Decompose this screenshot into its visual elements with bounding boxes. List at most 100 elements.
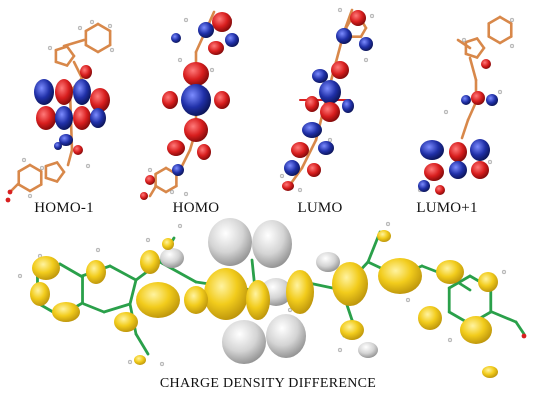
bond (72, 60, 84, 80)
hydrogen-atom (17, 273, 23, 279)
positive-lobe (331, 61, 349, 79)
hydrogen-atom (77, 25, 83, 31)
positive-lobe (307, 163, 321, 177)
negative-lobe (198, 22, 214, 38)
bond (464, 52, 479, 59)
negative-lobe (486, 94, 498, 106)
density-lobe-gray (266, 314, 306, 358)
bond (464, 37, 479, 44)
negative-lobe (55, 106, 73, 130)
positive-lobe (184, 118, 208, 142)
positive-lobe (162, 91, 178, 109)
bond (58, 262, 84, 279)
bond (300, 138, 318, 170)
negative-lobe (336, 28, 352, 44)
negative-lobe (181, 84, 211, 116)
bond (55, 170, 66, 183)
bond (17, 163, 32, 173)
density-lobe-yellow (184, 286, 208, 314)
hydrogen-atom (337, 7, 343, 13)
hydrogen-atom (107, 23, 113, 29)
hydrogen-atom (369, 13, 375, 19)
negative-lobe (171, 33, 181, 43)
density-lobe-yellow (418, 306, 442, 330)
hydrogen-atom (297, 187, 303, 193)
negative-lobe (90, 108, 106, 128)
hydrogen-atom (443, 109, 449, 115)
bond (290, 166, 304, 184)
atom (521, 333, 527, 339)
hydrogen-atom (47, 45, 53, 51)
positive-lobe (36, 106, 56, 130)
hydrogen-atom (183, 17, 189, 23)
bond (490, 310, 518, 324)
bond (65, 54, 76, 67)
positive-lobe (320, 102, 340, 122)
density-lobe-yellow (246, 280, 270, 320)
positive-lobe (140, 192, 148, 200)
bond (55, 161, 66, 174)
hydrogen-atom (487, 159, 493, 165)
bond (487, 15, 502, 25)
positive-lobe (183, 62, 209, 86)
bond (96, 43, 112, 54)
negative-lobe (225, 33, 239, 47)
bond (344, 18, 353, 30)
homo-1-label: HOMO-1 (34, 200, 94, 216)
bond (164, 184, 178, 194)
bond (54, 45, 69, 52)
positive-lobe (208, 41, 224, 55)
bond (487, 35, 502, 45)
density-lobe-yellow (482, 366, 498, 378)
density-lobe-yellow (86, 260, 106, 284)
bond (82, 302, 106, 314)
density-lobe-yellow (114, 312, 138, 332)
negative-lobe (73, 79, 91, 105)
density-lobe-gray (208, 218, 252, 266)
density-lobe-yellow (460, 316, 492, 344)
hydrogen-atom (169, 189, 175, 195)
bond (468, 56, 478, 82)
density-lobe-yellow (162, 238, 174, 250)
negative-lobe (470, 139, 490, 161)
bond (456, 38, 472, 50)
positive-lobe (73, 106, 91, 130)
positive-lobe (214, 91, 230, 109)
hydrogen-atom (147, 167, 153, 173)
bond (154, 166, 168, 176)
atom (5, 197, 11, 203)
density-lobe-gray (252, 220, 292, 268)
bond (65, 45, 76, 58)
bond (84, 43, 100, 54)
bond (466, 100, 478, 122)
lumo-plus-1-orbital-diagram (417, 15, 515, 195)
bond (108, 264, 138, 282)
density-lobe-gray (358, 342, 378, 358)
lumo-label: LUMO (297, 200, 343, 216)
positive-lobe (167, 140, 185, 156)
density-lobe-yellow (436, 260, 464, 284)
bond (102, 302, 132, 314)
hydrogen-atom (39, 165, 45, 171)
hydrogen-atom (21, 157, 27, 163)
hydrogen-atom (447, 337, 453, 343)
positive-lobe (291, 142, 309, 158)
positive-lobe (350, 10, 366, 26)
atom (7, 189, 13, 195)
hydrogen-atom (509, 43, 515, 49)
negative-lobe (312, 69, 328, 83)
density-lobe-gray (160, 248, 184, 268)
negative-lobe (461, 95, 471, 105)
negative-lobe (319, 80, 341, 104)
bond (514, 320, 526, 336)
density-lobe-gray (316, 252, 340, 272)
bond (62, 38, 86, 48)
bond (28, 163, 43, 173)
lumo-plus-1-label: LUMO+1 (416, 200, 478, 216)
hydrogen-atom (327, 137, 333, 143)
density-lobe-yellow (136, 282, 180, 318)
negative-lobe (59, 134, 73, 146)
density-lobe-yellow (340, 320, 364, 340)
density-lobe-yellow (32, 256, 60, 280)
